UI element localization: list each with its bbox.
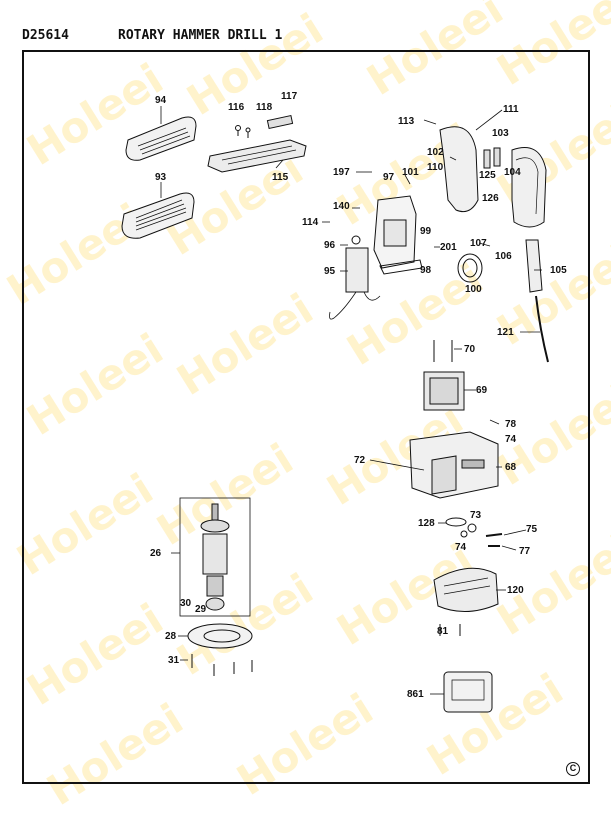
baffle-part-28 — [187, 623, 253, 649]
part-label-861: 861 — [407, 689, 424, 700]
washer-part-128 — [445, 517, 467, 527]
side-cover-part-94 — [125, 116, 197, 161]
part-label-140: 140 — [333, 201, 350, 212]
model-number: D25614 — [22, 28, 69, 43]
armature-part-26 — [200, 503, 230, 611]
part-label-115: 115 — [272, 172, 289, 183]
part-label-72: 72 — [354, 455, 366, 466]
part-label-98: 98 — [420, 265, 432, 276]
motor-housing-part-97 — [373, 195, 423, 275]
part-label-118: 118 — [256, 102, 273, 113]
part-label-116: 116 — [228, 102, 245, 113]
part-label-128: 128 — [418, 518, 435, 529]
part-label-81: 81 — [437, 626, 449, 637]
part-label-31: 31 — [168, 655, 180, 666]
part-label-125: 125 — [479, 170, 496, 181]
diagram-frame — [22, 50, 590, 784]
part-label-126: 126 — [482, 193, 499, 204]
part-label-113: 113 — [398, 116, 415, 127]
armature-box-part-26 — [179, 497, 251, 617]
part-75 — [485, 533, 503, 537]
part-label-69: 69 — [476, 385, 488, 396]
ring-inner-part-100 — [462, 258, 478, 278]
gear-case-part-120 — [433, 567, 499, 612]
part-label-114: 114 — [302, 217, 319, 228]
part-label-117: 117 — [281, 91, 298, 102]
part-label-201: 201 — [440, 242, 457, 253]
part-label-120: 120 — [507, 585, 524, 596]
pin-part-74 — [460, 530, 468, 538]
cord-part-121 — [535, 295, 549, 363]
part-label-29: 29 — [195, 604, 207, 615]
field-part-69 — [423, 371, 465, 411]
part-label-74-lower: 74 — [455, 542, 467, 553]
part-label-30: 30 — [180, 598, 192, 609]
part-label-75: 75 — [526, 524, 538, 535]
part-label-74-upper: 74 — [505, 434, 517, 445]
page-header: D25614 ROTARY HAMMER DRILL 1 — [22, 28, 592, 48]
part-label-121: 121 — [497, 327, 514, 338]
part-label-104: 104 — [504, 167, 521, 178]
case-part-861 — [443, 671, 493, 713]
part-label-107: 107 — [470, 238, 487, 249]
part-label-93: 93 — [155, 172, 167, 183]
page-title: ROTARY HAMMER DRILL 1 — [118, 28, 283, 43]
part-label-28: 28 — [165, 631, 177, 642]
rear-handle-part-111 — [439, 126, 547, 228]
copyright-mark: C — [566, 762, 580, 776]
cord-guard-part-105 — [525, 239, 543, 293]
part-label-105: 105 — [550, 265, 567, 276]
part-label-94: 94 — [155, 95, 167, 106]
leader-lines — [160, 106, 542, 695]
part-label-99: 99 — [420, 226, 432, 237]
part-label-96: 96 — [324, 240, 336, 251]
top-handle-part-115 — [207, 114, 307, 173]
part-label-78: 78 — [505, 419, 517, 430]
part-label-26: 26 — [150, 548, 162, 559]
part-label-70: 70 — [464, 344, 476, 355]
part-label-73: 73 — [470, 510, 482, 521]
part-label-106: 106 — [495, 251, 512, 262]
part-label-97: 97 — [383, 172, 395, 183]
part-label-100: 100 — [465, 284, 482, 295]
ring-part-100 — [457, 253, 483, 283]
part-label-68: 68 — [505, 462, 517, 473]
part-label-77: 77 — [519, 546, 531, 557]
part-label-101: 101 — [402, 167, 419, 178]
part-label-102: 102 — [427, 147, 444, 158]
part-label-95: 95 — [324, 266, 336, 277]
part-label-110: 110 — [427, 162, 444, 173]
switch-part-95 — [329, 235, 381, 320]
part-label-197: 197 — [333, 167, 350, 178]
part-label-103: 103 — [492, 128, 509, 139]
pin-part-73 — [467, 523, 477, 533]
side-cover-part-93 — [121, 192, 195, 239]
gear-housing-part-68 — [409, 431, 499, 499]
part-label-111: 111 — [503, 104, 519, 115]
